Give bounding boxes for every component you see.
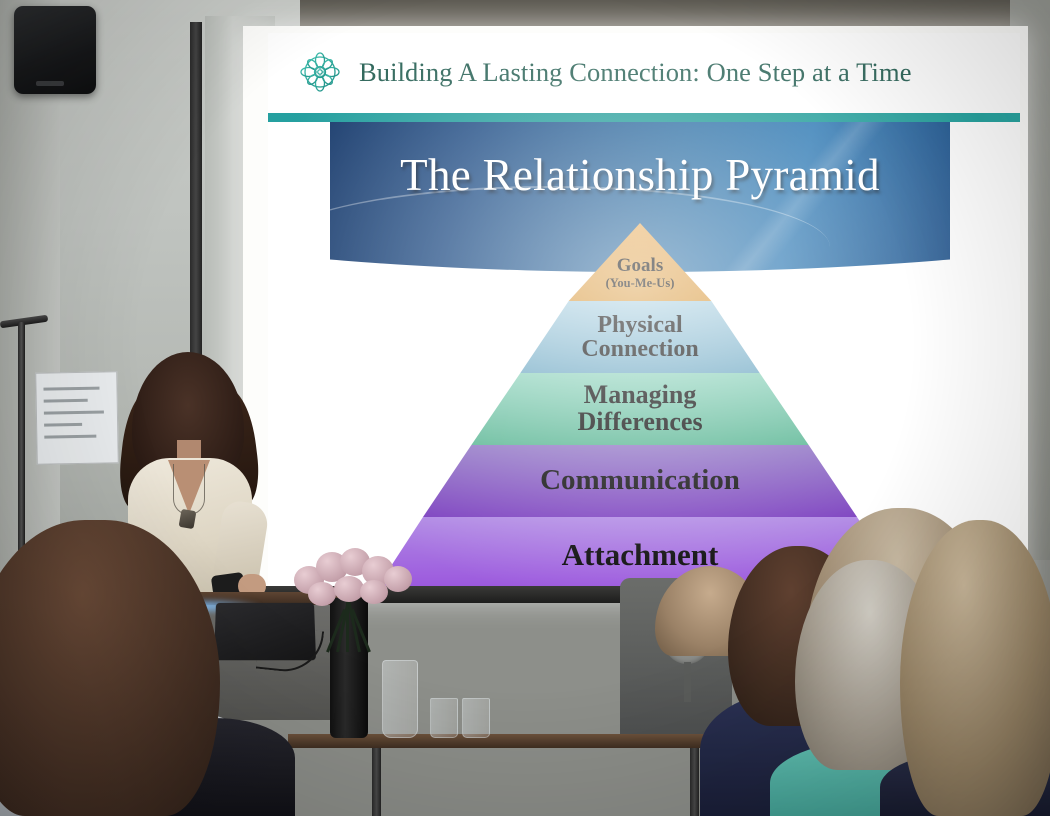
slide-title: Building A Lasting Connection: One Step … — [359, 56, 912, 87]
pendant-icon — [178, 508, 197, 530]
pyramid-level-label: Attachment — [561, 537, 719, 573]
water-pitcher-icon — [382, 660, 418, 738]
pyramid-level-label-line2: Differences — [577, 407, 703, 436]
pyramid-level-physical-connection: Physical Connection — [520, 301, 760, 373]
audience-member-front-left — [0, 520, 220, 816]
flower-stems — [318, 596, 380, 653]
pink-roses — [288, 548, 416, 610]
pyramid-level-communication: Communication — [423, 445, 857, 517]
pendant-necklace-icon — [173, 464, 205, 515]
pyramid-level-managing-differences: Managing Differences — [471, 373, 809, 445]
chart-title: The Relationship Pyramid — [400, 150, 880, 200]
mandala-rosette-icon — [300, 52, 340, 92]
flower-vase-icon — [330, 598, 368, 738]
mic-stand-icon — [18, 322, 25, 562]
table-leg — [372, 748, 381, 816]
fan-stem — [684, 662, 691, 702]
pyramid-level-goals: Goals (You-Me-Us) — [568, 223, 712, 301]
table-leg — [690, 748, 699, 816]
drinking-glass-icon — [462, 698, 490, 738]
pyramid-level-sublabel: (You-Me-Us) — [605, 276, 675, 291]
audience-member-right-front — [900, 520, 1050, 816]
pyramid-level-label: Physical — [597, 311, 683, 338]
accent-bar — [268, 113, 1020, 122]
slide-header: Building A Lasting Connection: One Step … — [268, 33, 1020, 111]
drinking-glass-icon — [430, 698, 458, 738]
pyramid-level-label: Communication — [540, 464, 740, 497]
wall-speaker-icon — [14, 6, 96, 94]
wall-notice-icon — [35, 371, 119, 465]
pyramid-level-label-line2: Connection — [581, 336, 699, 362]
pyramid-level-label: Goals — [616, 254, 664, 276]
left-wall-shadow — [0, 0, 60, 620]
pyramid-level-label: Managing — [583, 380, 697, 410]
